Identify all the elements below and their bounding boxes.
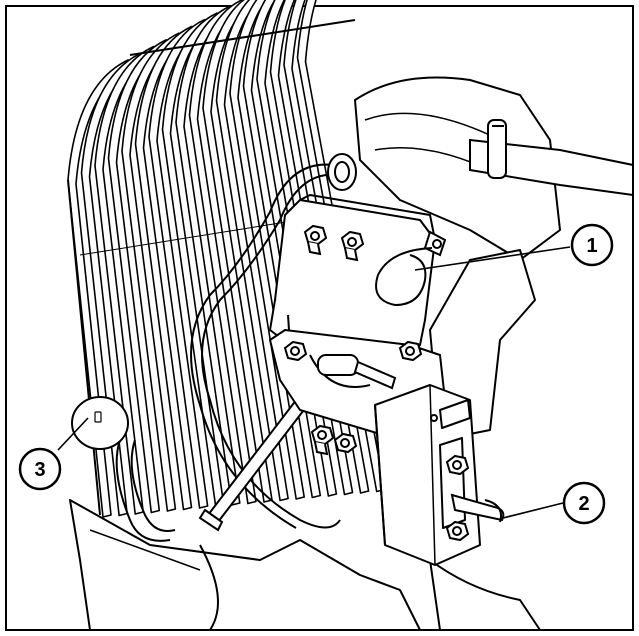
leader-line-1 <box>414 246 571 271</box>
callout-2: 2 <box>562 481 606 525</box>
callout-1-label: 1 <box>586 235 597 257</box>
bracket-bolt-left <box>283 340 308 362</box>
hose <box>190 153 357 529</box>
radiator-fin <box>215 0 289 502</box>
radiator-fin <box>283 0 370 494</box>
valve-bolt-left <box>303 224 328 256</box>
callout-2-label: 2 <box>578 493 589 515</box>
leader-line-2 <box>502 502 564 519</box>
engine-housing <box>354 76 561 631</box>
actuator-bolt-bottom <box>445 520 470 542</box>
callout-3: 3 <box>18 447 62 491</box>
radiator-fin <box>256 0 338 497</box>
wire-connector <box>375 230 447 307</box>
actuator-lever <box>450 493 505 523</box>
radiator-fin <box>296 0 386 493</box>
leader-lines <box>57 246 571 519</box>
actuator-bolt-top <box>445 454 470 476</box>
radiator-fin <box>242 0 322 499</box>
radiator-fin <box>269 0 354 496</box>
base-plate <box>69 499 421 631</box>
bracket-bolt-right <box>398 340 423 362</box>
leader-line-3 <box>57 417 89 451</box>
callout-3-label: 3 <box>34 459 45 481</box>
support-arm <box>115 439 176 542</box>
valve-knob <box>71 396 129 450</box>
link-rod <box>317 354 397 390</box>
radiator-fin <box>229 0 305 500</box>
callout-1: 1 <box>570 223 614 267</box>
lower-bolt-left <box>310 424 335 456</box>
lower-bolt-right <box>333 432 358 454</box>
upper-pipe <box>469 119 634 197</box>
radiator-fin <box>202 0 273 503</box>
valve-bolt-right <box>340 230 365 262</box>
